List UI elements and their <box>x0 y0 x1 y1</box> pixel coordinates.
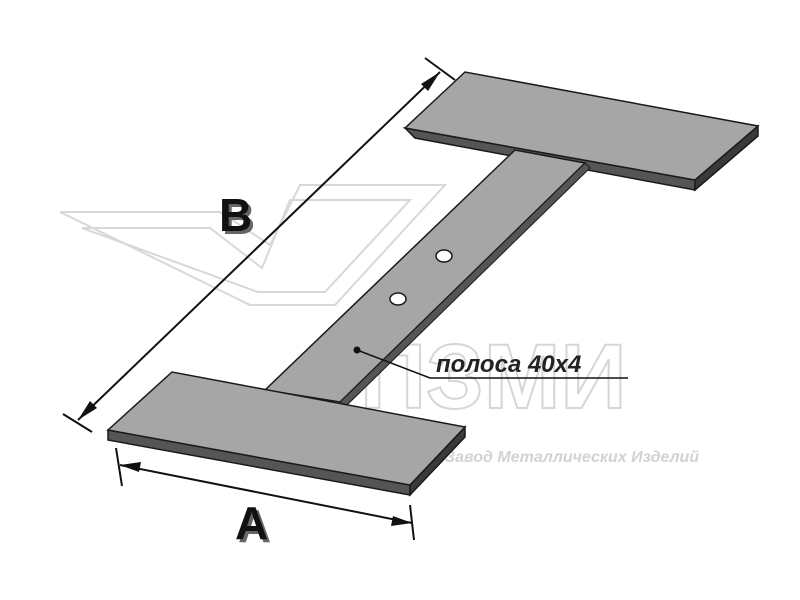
bottom-plate <box>106 371 467 497</box>
dimension-a-label: A <box>235 497 268 549</box>
dimension-a-shadow: A <box>238 500 271 552</box>
mounting-hole <box>389 292 407 306</box>
dimension-a-line <box>115 447 415 541</box>
strip-callout-label: полоса 40х4 <box>436 351 581 378</box>
mounting-hole <box>435 249 453 263</box>
dimension-b-line <box>62 57 456 433</box>
dimension-b-label: B <box>219 189 252 241</box>
strip-bar <box>263 149 591 407</box>
callout-leader <box>353 346 628 379</box>
dimension-b-shadow: B <box>222 192 255 244</box>
watermark-emblem <box>59 184 448 306</box>
